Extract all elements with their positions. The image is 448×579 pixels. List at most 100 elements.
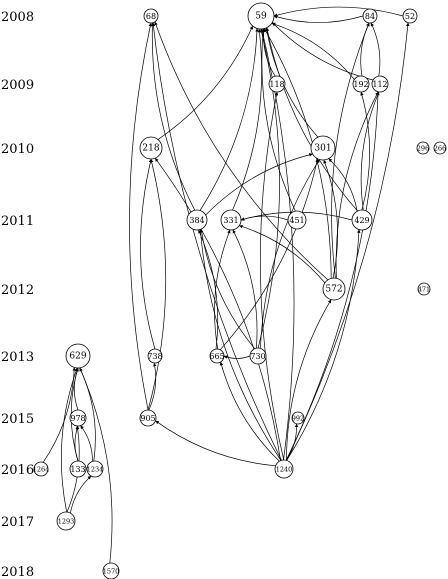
edge-1240-to-118 xyxy=(259,91,285,461)
node-429[interactable]: 429 xyxy=(351,209,373,231)
year-label: 2009 xyxy=(1,78,34,93)
node-133[interactable]: 133 xyxy=(69,460,87,478)
node-1264[interactable]: 1264 xyxy=(33,461,50,477)
node-circle xyxy=(33,461,49,477)
edge-429-to-301 xyxy=(328,158,358,212)
node-52[interactable]: 52 xyxy=(402,8,418,24)
edge-1240-to-572 xyxy=(286,299,332,461)
edge-730-to-384 xyxy=(199,228,255,349)
edge-665-to-331 xyxy=(214,229,231,350)
node-84[interactable]: 84 xyxy=(362,8,378,24)
node-circle xyxy=(247,2,275,30)
year-label: 2017 xyxy=(1,515,34,530)
node-label: 52 xyxy=(405,12,415,21)
year-label: 2011 xyxy=(1,214,34,229)
edge-572-to-84 xyxy=(331,22,370,279)
edge-429-to-59 xyxy=(265,27,358,212)
node-label: 59 xyxy=(255,12,267,22)
edge-1570-to-629 xyxy=(79,367,113,564)
node-label: 218 xyxy=(142,144,159,154)
node-301[interactable]: 301 xyxy=(310,135,336,161)
node-label: 978 xyxy=(70,414,85,423)
node-label: 331 xyxy=(223,216,238,225)
node-730[interactable]: 730 xyxy=(249,347,267,365)
edge-1234-to-978 xyxy=(80,425,93,462)
node-59[interactable]: 59 xyxy=(247,2,275,30)
node-1240[interactable]: 1240 xyxy=(274,459,294,479)
node-118[interactable]: 118 xyxy=(268,75,286,93)
edge-429-to-192 xyxy=(360,91,370,211)
node-266[interactable]: 266 xyxy=(433,141,447,155)
edge-1240-to-112 xyxy=(285,91,380,461)
node-label: 1234 xyxy=(87,466,104,474)
year-label: 2008 xyxy=(1,10,34,25)
node-circle xyxy=(287,210,307,230)
node-circle xyxy=(362,8,378,24)
edge-1240-to-52 xyxy=(286,22,410,461)
node-circle xyxy=(65,343,91,369)
node-218[interactable]: 218 xyxy=(139,136,163,160)
node-circle xyxy=(351,209,373,231)
year-label: 2018 xyxy=(1,565,34,579)
node-572[interactable]: 572 xyxy=(322,277,346,301)
edge-572-to-112 xyxy=(335,91,379,279)
node-331[interactable]: 331 xyxy=(220,209,242,231)
edge-905-to-738 xyxy=(148,362,157,411)
year-label: 2015 xyxy=(1,412,34,427)
node-circle xyxy=(186,209,208,231)
edge-331-to-59 xyxy=(232,28,262,211)
node-circle xyxy=(416,141,430,155)
node-label: 451 xyxy=(289,216,304,225)
node-label: 992 xyxy=(292,415,304,423)
edge-905-to-218 xyxy=(147,158,167,411)
node-905[interactable]: 905 xyxy=(139,409,157,427)
edge-1240-to-218 xyxy=(154,157,281,461)
edge-112-to-59 xyxy=(272,22,374,81)
node-circle xyxy=(352,75,370,93)
node-978[interactable]: 978 xyxy=(69,409,87,427)
node-label: 738 xyxy=(147,352,162,361)
node-1570[interactable]: 1570 xyxy=(102,562,120,579)
edge-572-to-68 xyxy=(154,21,329,281)
edge-905-to-68 xyxy=(129,22,152,411)
node-451[interactable]: 451 xyxy=(287,210,307,230)
node-circle xyxy=(268,75,286,93)
edge-738-to-218 xyxy=(140,158,156,350)
node-629[interactable]: 629 xyxy=(65,343,91,369)
node-68[interactable]: 68 xyxy=(143,8,159,24)
edge-730-to-331 xyxy=(232,229,258,349)
node-circle xyxy=(322,277,346,301)
node-circle xyxy=(220,209,242,231)
node-112[interactable]: 112 xyxy=(371,75,389,93)
node-1234[interactable]: 1234 xyxy=(86,460,104,478)
edge-1240-to-384 xyxy=(198,229,282,461)
node-label: 429 xyxy=(354,216,369,225)
node-circle xyxy=(86,460,104,478)
node-738[interactable]: 738 xyxy=(147,348,163,364)
node-circle xyxy=(69,460,87,478)
edge-52-to-59 xyxy=(273,6,404,17)
node-circle xyxy=(139,409,157,427)
edge-118-to-59 xyxy=(261,28,276,77)
node-471[interactable]: 471 xyxy=(417,282,431,296)
node-label: 133 xyxy=(70,465,85,474)
node-label: 296 xyxy=(417,145,429,153)
edge-665-to-384 xyxy=(198,229,219,350)
node-circle xyxy=(274,459,294,479)
node-circle xyxy=(291,411,305,425)
node-665[interactable]: 665 xyxy=(209,348,225,364)
node-1293[interactable]: 1293 xyxy=(56,511,76,531)
edge-1240-to-905 xyxy=(155,420,276,467)
node-circle xyxy=(310,135,336,161)
node-384[interactable]: 384 xyxy=(186,209,208,231)
edge-730-to-59 xyxy=(257,28,280,349)
node-296[interactable]: 296 xyxy=(416,141,430,155)
node-192[interactable]: 192 xyxy=(352,75,370,93)
edge-192-to-84 xyxy=(360,22,370,77)
year-label: 2012 xyxy=(1,283,34,298)
node-992[interactable]: 992 xyxy=(291,411,305,425)
edge-1293-to-629 xyxy=(60,367,78,513)
node-circle xyxy=(209,348,225,364)
node-circle xyxy=(102,562,120,579)
